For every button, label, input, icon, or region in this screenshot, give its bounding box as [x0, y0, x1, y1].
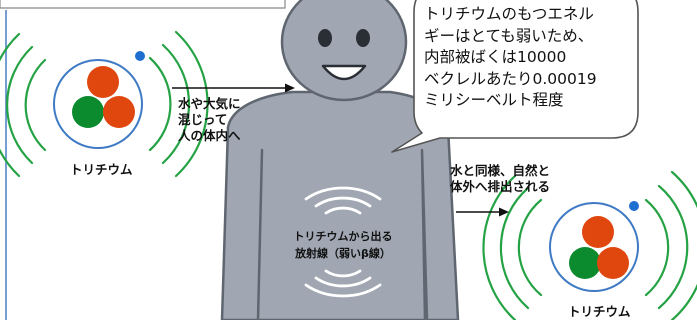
excretion-arrow — [456, 207, 509, 217]
left-atom — [53, 51, 145, 149]
right-atom-label: トリチウム — [568, 304, 631, 319]
right-atom-neutron — [569, 247, 601, 279]
speech-bubble-line: 内部被ばくは10000 — [424, 48, 567, 66]
left-atom-neutron — [72, 96, 104, 128]
person-mouth — [321, 64, 367, 81]
right-atom-electron — [629, 201, 639, 211]
speech-bubble-line: ギーはとても弱いため、 — [424, 26, 594, 45]
speech-bubble — [391, 0, 639, 153]
right-atom — [549, 201, 639, 292]
person-right-eye — [356, 29, 370, 47]
left-atom-label: トリチウム — [70, 162, 133, 177]
person-head — [280, 0, 408, 102]
left-atom-proton — [103, 96, 135, 128]
excretion-label-line: 体外へ排出される — [450, 179, 551, 194]
atom-radiation-arcs — [0, 30, 697, 320]
left-atom-orbit — [53, 59, 143, 149]
right-atom-proton — [582, 216, 614, 248]
speech-bubble-line: トリチウムのもつエネル — [424, 5, 594, 23]
radiation-waves — [304, 186, 382, 298]
right-atom-orbit — [549, 202, 639, 292]
person-left-eye — [318, 29, 332, 47]
speech-bubble-shape — [391, 0, 639, 153]
speech-bubble-line: ベクレルあたり0.00019 — [424, 69, 597, 88]
body-radiation-label: トリチウムから出る 放射線（弱いβ線） — [276, 228, 410, 262]
intake-label-line: 人の体内へ — [178, 128, 241, 143]
speech-bubble-line: ミリシーベルト程度 — [424, 91, 564, 109]
top-left-box-edge — [0, 0, 286, 9]
speech-bubble-text: トリチウムのもつエネル ギーはとても弱いため、 内部被ばくは10000 ベクレル… — [424, 4, 624, 112]
intake-label: 水や大気に 混じって 人の体内へ — [178, 96, 241, 144]
right-atom-proton — [597, 247, 629, 279]
intake-label-line: 水や大気に — [178, 96, 241, 111]
intake-arrow — [172, 83, 295, 93]
excretion-label-line: 水と同様、自然と — [450, 163, 551, 178]
left-atom-electron — [135, 51, 145, 61]
body-radiation-label-line: トリチウムから出る — [293, 230, 393, 243]
intake-label-line: 混じって — [178, 112, 228, 127]
left-atom-proton — [87, 66, 119, 98]
excretion-label: 水と同様、自然と 体外へ排出される — [450, 163, 550, 195]
body-radiation-label-line: 放射線（弱いβ線） — [295, 247, 391, 260]
